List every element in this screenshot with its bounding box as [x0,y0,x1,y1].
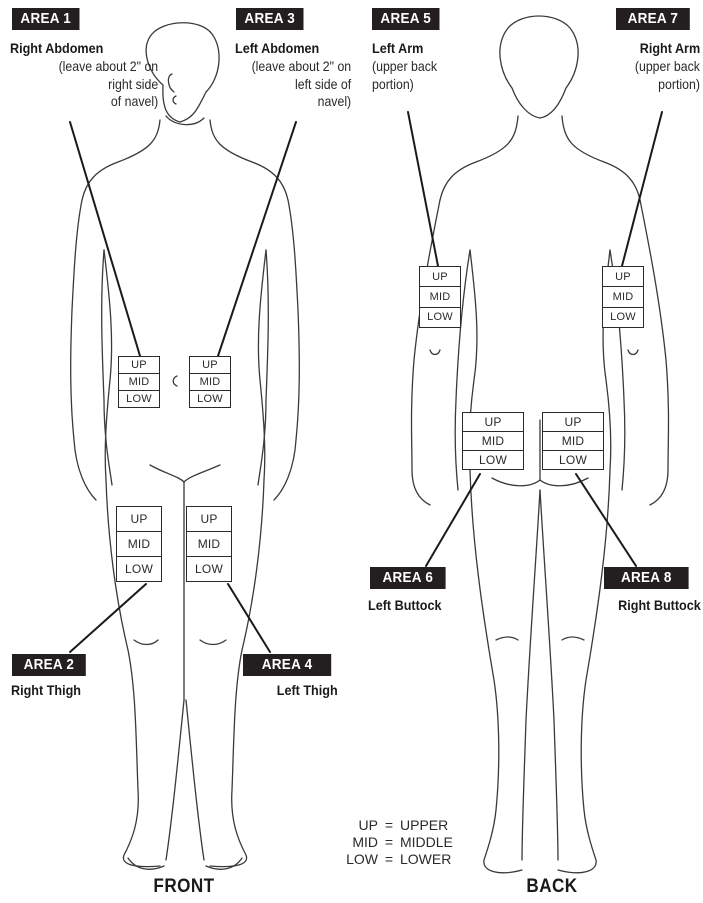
zone-low: LOW [117,556,161,581]
legend-row: MID = MIDDLE [330,834,453,851]
zone-low: LOW [603,307,643,327]
leader-area-2 [70,584,146,652]
area-4-zone-grid: UP MID LOW [186,506,232,582]
legend-abbr: MID [330,834,378,851]
zone-mid: MID [420,286,460,306]
area-7-note: (upper back portion) [635,58,700,93]
area-7-tag: AREA 7 [616,8,690,30]
legend-full: UPPER [400,817,448,834]
area-6-title: Left Buttock [368,597,442,614]
zone-up: UP [543,413,603,431]
area-2-zone-grid: UP MID LOW [116,506,162,582]
zone-low: LOW [187,556,231,581]
front-view-label: FRONT [130,876,238,898]
zone-up: UP [187,507,231,531]
legend-row: LOW = LOWER [330,851,453,868]
area-6-zone-grid: UP MID LOW [462,412,524,470]
back-body-outline [412,16,669,873]
area-3-note: (leave about 2" on left side of navel) [251,58,351,111]
zone-up: UP [463,413,523,431]
area-1-note: (leave about 2" on right side of navel) [58,58,158,111]
leader-area-7 [622,112,662,266]
area-8-title: Right Buttock [618,597,701,614]
zone-mid: MID [119,373,159,390]
leader-area-5 [408,112,438,266]
zone-up: UP [119,357,159,373]
abbreviation-legend: UP = UPPER MID = MIDDLE LOW = LOWER [330,817,453,868]
zone-mid: MID [117,531,161,556]
zone-up: UP [420,267,460,286]
legend-full: LOWER [400,851,451,868]
area-8-zone-grid: UP MID LOW [542,412,604,470]
area-1-title: Right Abdomen [10,40,103,57]
area-8-tag: AREA 8 [604,567,689,589]
area-5-title: Left Arm [372,40,423,57]
area-4-title: Left Thigh [277,682,338,699]
area-5-tag: AREA 5 [372,8,440,30]
area-1-zone-grid: UP MID LOW [118,356,160,408]
zone-mid: MID [190,373,230,390]
area-3-title: Left Abdomen [235,40,319,57]
front-body-outline [71,23,300,870]
area-7-zone-grid: UP MID LOW [602,266,644,328]
zone-low: LOW [543,450,603,469]
area-7-title: Right Arm [640,40,700,57]
legend-row: UP = UPPER [330,817,453,834]
zone-up: UP [190,357,230,373]
leader-area-6 [426,474,480,566]
zone-low: LOW [119,390,159,407]
zone-low: LOW [463,450,523,469]
zone-up: UP [117,507,161,531]
legend-equals: = [378,851,400,868]
zone-low: LOW [190,390,230,407]
zone-mid: MID [543,431,603,450]
leader-area-4 [228,584,270,652]
zone-up: UP [603,267,643,286]
area-4-tag: AREA 4 [243,654,331,676]
leader-area-8 [576,474,636,566]
area-3-zone-grid: UP MID LOW [189,356,231,408]
zone-mid: MID [187,531,231,556]
area-2-title: Right Thigh [11,682,81,699]
back-view-label: BACK [498,876,606,898]
zone-mid: MID [603,286,643,306]
area-6-tag: AREA 6 [370,567,446,589]
area-1-tag: AREA 1 [12,8,80,30]
zone-mid: MID [463,431,523,450]
legend-abbr: LOW [330,851,378,868]
legend-abbr: UP [330,817,378,834]
area-3-tag: AREA 3 [236,8,304,30]
legend-full: MIDDLE [400,834,453,851]
area-5-note: (upper back portion) [372,58,437,93]
zone-low: LOW [420,307,460,327]
legend-equals: = [378,834,400,851]
leader-area-3 [218,122,296,356]
area-2-tag: AREA 2 [12,654,86,676]
legend-equals: = [378,817,400,834]
area-5-zone-grid: UP MID LOW [419,266,461,328]
